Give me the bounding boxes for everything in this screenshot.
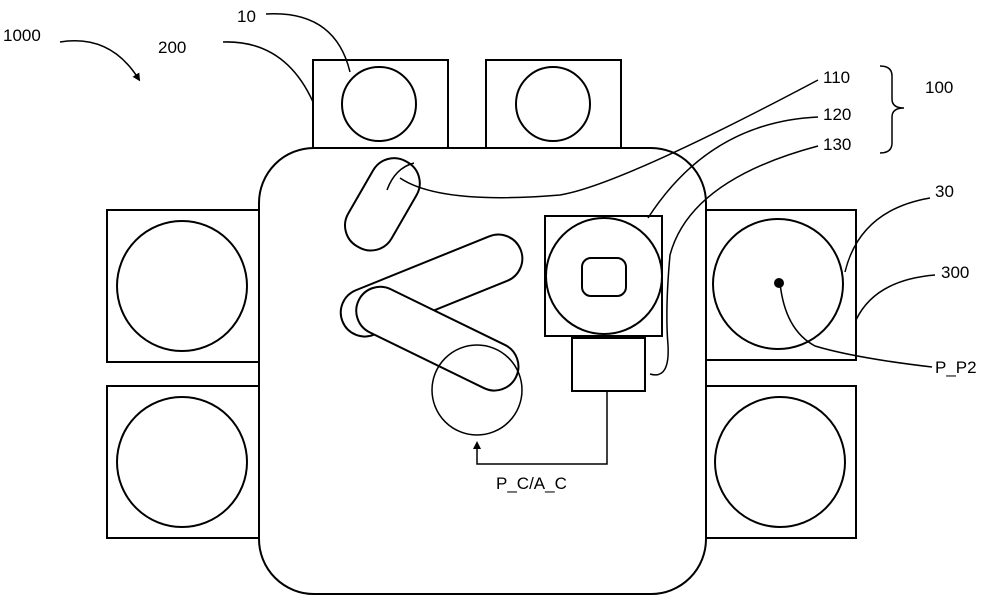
sensor-lens [546, 218, 662, 334]
label-part-130: 130 [823, 135, 851, 154]
substrate-left-top [117, 221, 247, 351]
label-load-station: 200 [158, 38, 186, 57]
leader-10 [266, 14, 350, 72]
measurement-point [774, 278, 784, 288]
load-station-left [313, 60, 448, 148]
chamber-left-top [107, 210, 259, 362]
label-part-110: 110 [823, 68, 850, 87]
robot-arm [334, 149, 530, 435]
label-unit: 100 [925, 78, 953, 97]
leader-110 [400, 80, 818, 198]
system-arrow [60, 41, 138, 78]
leader-120 [648, 117, 818, 218]
label-system: 1000 [3, 26, 41, 45]
process-station-right-bottom [706, 386, 856, 538]
substrate-left-bottom [117, 397, 247, 527]
control-signal-arrow [477, 391, 607, 464]
leader-130 [650, 146, 818, 375]
leader-300 [856, 275, 935, 320]
load-station-right [486, 60, 621, 148]
chamber-left-bottom [107, 386, 259, 538]
label-process-station: 300 [941, 263, 969, 282]
unit-bracket [880, 66, 904, 153]
leader-30 [845, 198, 930, 272]
label-signal: P_C/A_C [496, 474, 567, 493]
label-part-120: 120 [823, 105, 851, 124]
label-substrate-top: 10 [237, 7, 256, 26]
controller-box [572, 338, 645, 391]
label-point: P_P2 [935, 358, 977, 377]
leader-200 [223, 42, 313, 102]
substrate-top-right [516, 67, 590, 141]
substrate-top-left [342, 67, 416, 141]
substrate-right-bottom [715, 397, 845, 527]
label-substrate-right: 30 [935, 182, 954, 201]
sensor-element [582, 258, 626, 296]
